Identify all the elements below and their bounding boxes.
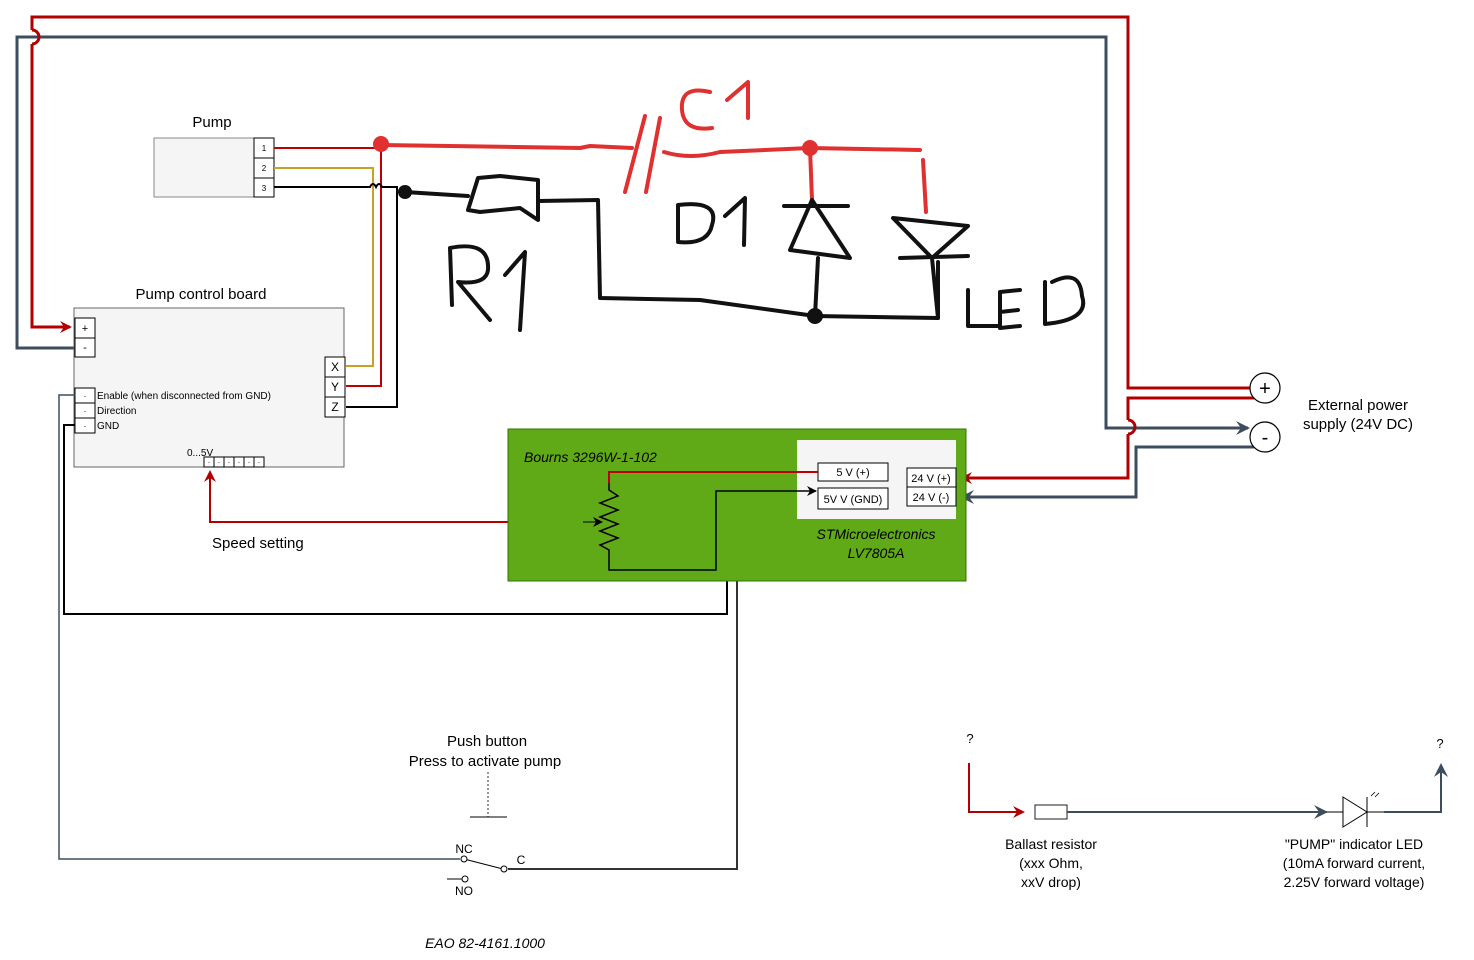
push-button-title-2: Press to activate pump	[409, 753, 562, 770]
pin-5v-plus: 5 V (+)	[836, 467, 869, 479]
pump-pin-2: 2	[262, 164, 267, 173]
resistor-r1-body	[466, 174, 540, 222]
speed-setting-label: Speed setting	[212, 535, 304, 552]
pump-pin-3: 3	[262, 184, 267, 193]
output-pin-y: Y	[331, 380, 339, 394]
indicator-input-label: ?	[966, 731, 973, 746]
c1-label	[679, 80, 750, 131]
pin-24v-plus: 24 V (+)	[911, 473, 950, 485]
wire-24v-positive-top	[30, 15, 1254, 390]
speed-header-pin-dot: ·	[208, 458, 211, 467]
regulator-label-line2: LV7805A	[848, 545, 905, 561]
signal-label-direction: Direction	[97, 406, 136, 417]
indicator-output-label: ?	[1436, 736, 1443, 751]
power-pin-minus: -	[83, 342, 87, 354]
ballast-label-3: xxV drop)	[1021, 874, 1081, 890]
switch-c-label: C	[517, 853, 526, 867]
signal-pin-direction: ·	[84, 406, 87, 416]
wire-24v-negative-top	[15, 35, 1250, 435]
wire-crossing-hop	[31, 28, 41, 46]
signal-pin-enable: ·	[84, 391, 87, 401]
power-pin-plus: +	[82, 323, 88, 335]
ballast-label-2: (xxx Ohm,	[1019, 855, 1083, 871]
supply-label-line1: External power	[1308, 397, 1408, 414]
led-label-1: "PUMP" indicator LED	[1285, 836, 1423, 852]
junction-red-1	[373, 136, 389, 152]
d1-label	[676, 196, 747, 247]
wire-pump-1	[274, 147, 382, 387]
regulator-label-line1: STMicroelectronics	[816, 526, 935, 542]
switch-no-label: NO	[455, 884, 473, 898]
supply-minus-sign: -	[1262, 427, 1269, 449]
pump-body	[153, 137, 255, 198]
wire-24v-positive-regulator	[962, 396, 1254, 478]
led-symbol	[891, 216, 970, 320]
wire-speed-setting	[204, 470, 598, 523]
hand-drawn-circuit	[373, 80, 1086, 332]
supply-plus-terminal	[1249, 372, 1281, 404]
switch-nc-label: NC	[455, 842, 473, 856]
regulator-board: Bourns 3296W-1-102 STMicroelectronics LV…	[507, 428, 967, 582]
signal-label-enable: Enable (when disconnected from GND)	[97, 391, 271, 402]
push-button: Push button Press to activate pump NC NO…	[409, 733, 562, 951]
speed-header-pin-dot: ·	[238, 458, 241, 467]
wire-enable-to-switch	[58, 394, 460, 860]
wire-crossing-hop-2	[1127, 418, 1137, 436]
control-board-title: Pump control board	[136, 286, 267, 303]
pump-control-board: Pump control board + - X Y Z · · · Enabl…	[73, 286, 346, 468]
signal-pin-gnd: ·	[84, 421, 87, 431]
main-power-wires	[15, 15, 1254, 504]
diode-d1	[782, 198, 852, 318]
supply-plus-sign: +	[1259, 378, 1271, 400]
potentiometer-label: Bourns 3296W-1-102	[524, 449, 657, 465]
capacitor-c1-plates	[623, 114, 662, 194]
pump-title: Pump	[192, 114, 231, 131]
pump-signal-wires	[274, 147, 398, 408]
wire-pump-2	[274, 167, 374, 367]
supply-minus-terminal	[1249, 421, 1281, 453]
external-power-supply: + - External power supply (24V DC)	[1249, 372, 1413, 453]
led-label	[966, 275, 1086, 330]
speed-header: · · · · · ·	[203, 456, 265, 468]
wire-pump-3	[274, 183, 398, 408]
push-button-part-number: EAO 82-4161.1000	[425, 935, 545, 951]
speed-header-pin-dot: ·	[248, 458, 251, 467]
junction-red-2	[802, 140, 818, 156]
led-label-3: 2.25V forward voltage)	[1284, 874, 1425, 890]
ballast-resistor	[1034, 804, 1068, 820]
pin-24v-minus: 24 V (-)	[913, 492, 950, 504]
speed-header-pin-dot: ·	[258, 458, 261, 467]
speed-header-pin	[253, 456, 265, 468]
led-label-2: (10mA forward current,	[1283, 855, 1425, 871]
output-pin-z: Z	[331, 400, 338, 414]
pump: Pump 1 2 3	[153, 114, 275, 198]
indicator-circuit: ? ? Ballast resistor (xxx Ohm, xxV drop)…	[966, 731, 1448, 890]
ballast-label-1: Ballast resistor	[1005, 836, 1097, 852]
pump-pins: 1 2 3	[253, 137, 275, 198]
pump-pin-1: 1	[262, 144, 267, 153]
potentiometer-symbol	[597, 483, 817, 571]
wire-5v-to-pot	[608, 471, 818, 483]
push-button-title-1: Push button	[447, 733, 527, 750]
control-board-body	[73, 307, 345, 468]
wire-24v-negative-regulator	[960, 445, 1254, 504]
pin-5v-gnd: 5V V (GND)	[824, 494, 883, 506]
speed-header-pin-dot: ·	[218, 458, 221, 467]
supply-label-line2: supply (24V DC)	[1303, 416, 1413, 433]
speed-header-pin-dot: ·	[228, 458, 231, 467]
speed-header-label: 0...5V	[187, 448, 213, 459]
r1-label	[448, 244, 527, 332]
signal-label-gnd: GND	[97, 421, 119, 432]
output-pin-x: X	[331, 360, 339, 374]
indicator-led-symbol	[1342, 796, 1368, 828]
